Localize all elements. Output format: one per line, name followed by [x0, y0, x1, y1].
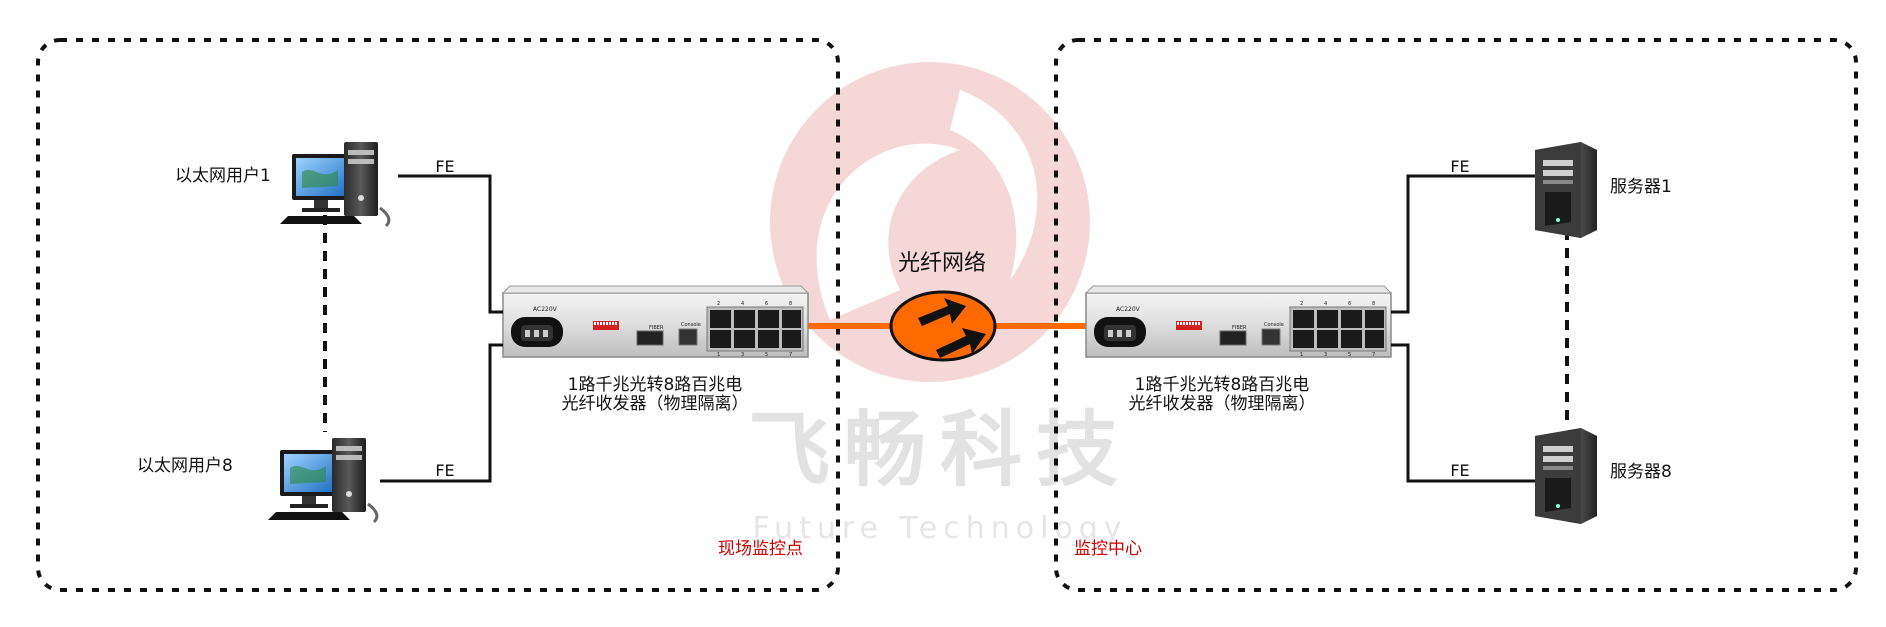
power-socket: [511, 317, 563, 347]
port-number: 6: [1348, 301, 1351, 307]
left-zone-box: [36, 38, 840, 592]
left-zone-label: 现场监控点: [718, 539, 803, 559]
server-8-label: 服务器8: [1610, 462, 1672, 482]
right-device-caption-line1: 1路千兆光转8路百兆电: [1135, 375, 1310, 395]
rj45-port-grid: [706, 306, 804, 352]
watermark-swoosh-2: [950, 90, 1038, 280]
client-8-label: 以太网用户8: [137, 456, 233, 476]
fiber-label: FIBER: [649, 325, 664, 331]
port-number: 1: [1300, 352, 1303, 358]
port-number: 4: [1324, 301, 1327, 307]
fiber-port: [636, 330, 664, 346]
port-number: 4: [741, 301, 744, 307]
server-8-link-label: FE: [1450, 461, 1469, 480]
port-number: 7: [1372, 352, 1375, 358]
dip-switch: [1176, 321, 1202, 330]
arrow-icon: [918, 298, 966, 326]
left-fiber-transceiver: AC220V FIBER Console 2 4 6 8: [501, 285, 810, 358]
watermark-swoosh: [816, 143, 960, 320]
console-port: [678, 328, 698, 346]
network-label: 光纤网络: [898, 251, 986, 276]
port-number: 8: [789, 301, 792, 307]
left-device-caption-line1: 1路千兆光转8路百兆电: [568, 375, 743, 395]
fiber-network-cloud: [889, 290, 997, 362]
computer-icon: [280, 142, 391, 228]
power-label: AC220V: [1116, 306, 1141, 313]
fiber-label: FIBER: [1232, 325, 1247, 331]
port-number: 7: [789, 352, 792, 358]
arrow-icon: [936, 328, 986, 358]
computer-icon: [268, 438, 379, 524]
port-number: 3: [741, 352, 744, 358]
port-number: 1: [717, 352, 720, 358]
server-8-link: [1391, 343, 1535, 483]
dip-switch: [593, 321, 619, 330]
server-1-link-label: FE: [1450, 157, 1469, 176]
left-device-caption-line2: 光纤收发器（物理隔离）: [562, 394, 749, 414]
console-port: [1261, 328, 1281, 346]
server-icon: [1535, 142, 1597, 238]
port-number: 5: [765, 352, 768, 358]
fiber-port: [1219, 330, 1247, 346]
port-number: 3: [1324, 352, 1327, 358]
watermark-cn-text: 飞畅科技: [748, 403, 1132, 498]
port-number: 5: [1348, 352, 1351, 358]
server-icon: [1535, 428, 1597, 524]
client-8-link: [380, 343, 503, 483]
right-zone-box: [1054, 38, 1858, 592]
port-number: 8: [1372, 301, 1375, 307]
client-1-link: [398, 174, 503, 314]
power-label: AC220V: [533, 306, 558, 313]
client-8-link-label: FE: [435, 461, 454, 480]
server-1-link: [1391, 174, 1535, 314]
watermark-logo: [770, 62, 1090, 382]
right-zone-label: 监控中心: [1074, 539, 1142, 559]
port-number: 2: [717, 301, 720, 307]
right-device-caption-line2: 光纤收发器（物理隔离）: [1129, 394, 1316, 414]
watermark-en-text: Future Technology: [752, 511, 1127, 546]
console-label: Console: [681, 322, 701, 328]
client-1-link-label: FE: [435, 157, 454, 176]
server-1-label: 服务器1: [1610, 177, 1672, 197]
rj45-port-grid: [1289, 306, 1387, 352]
port-number: 2: [1300, 301, 1303, 307]
power-socket: [1094, 317, 1146, 347]
console-label: Console: [1264, 322, 1284, 328]
port-number: 6: [765, 301, 768, 307]
client-1-label: 以太网用户1: [175, 166, 271, 186]
right-fiber-transceiver: AC220V FIBER Console 2 4 6 8: [1084, 285, 1393, 358]
